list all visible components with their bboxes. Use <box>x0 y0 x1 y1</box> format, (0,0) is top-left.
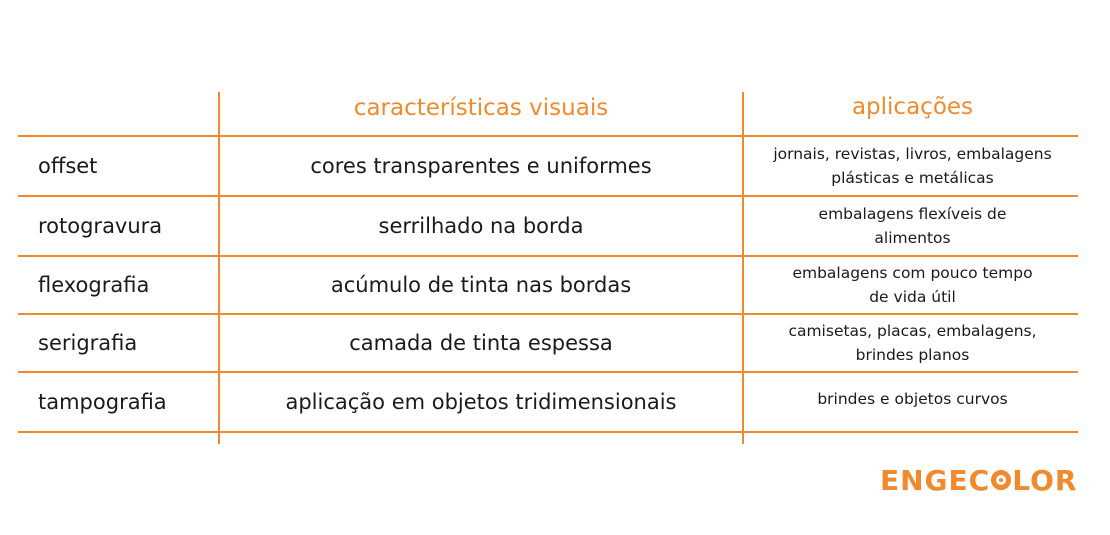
application-line: embalagens flexíveis de <box>818 204 1007 223</box>
application-line: de vida útil <box>869 288 956 306</box>
application-line: camisetas, placas, embalagens, <box>788 321 1037 340</box>
header-visual-characteristics: características visuais <box>353 95 609 121</box>
table-row-process: offset <box>38 154 98 178</box>
table-row-visual: serrilhado na borda <box>378 214 584 238</box>
table-row-visual: camada de tinta espessa <box>349 331 613 355</box>
application-line: alimentos <box>874 229 951 247</box>
header-applications: aplicações <box>851 94 974 121</box>
table-row-application: camisetas, placas, embalagens, brindes p… <box>745 315 1080 371</box>
table-row-process: rotogravura <box>38 214 163 238</box>
table-row-visual: acúmulo de tinta nas bordas <box>330 273 632 297</box>
row-divider <box>18 313 1078 315</box>
row-divider <box>18 195 1078 197</box>
application-line: brindes planos <box>855 346 970 364</box>
logo-text-part1: ENGEC <box>880 463 991 497</box>
logo-text-part2: LOR <box>1012 463 1078 497</box>
row-divider <box>18 371 1078 373</box>
engecolor-logo: ENGEC LOR <box>880 462 1077 498</box>
column-divider-2 <box>742 92 744 444</box>
application-line: embalagens com pouco tempo <box>792 263 1033 282</box>
row-divider <box>18 431 1078 433</box>
table-row-visual: cores transparentes e uniformes <box>310 154 652 178</box>
table-row-application: brindes e objetos curvos <box>817 389 1008 408</box>
logo-ring-icon <box>991 470 1012 490</box>
row-divider <box>18 135 1078 137</box>
table-row-application: jornais, revistas, livros, embalagens pl… <box>745 137 1080 195</box>
table-row-process: tampografia <box>38 390 167 414</box>
row-divider <box>18 255 1078 257</box>
table-row-process: serigrafia <box>38 331 138 355</box>
application-line: jornais, revistas, livros, embalagens <box>773 144 1052 163</box>
table-row-process: flexografia <box>38 273 150 297</box>
table-row-application: embalagens flexíveis de alimentos <box>745 197 1080 255</box>
column-divider-1 <box>218 92 220 444</box>
table-row-application: embalagens com pouco tempo de vida útil <box>745 257 1080 313</box>
table-row-visual: aplicação em objetos tridimensionais <box>285 390 677 414</box>
application-line: plásticas e metálicas <box>831 169 994 187</box>
